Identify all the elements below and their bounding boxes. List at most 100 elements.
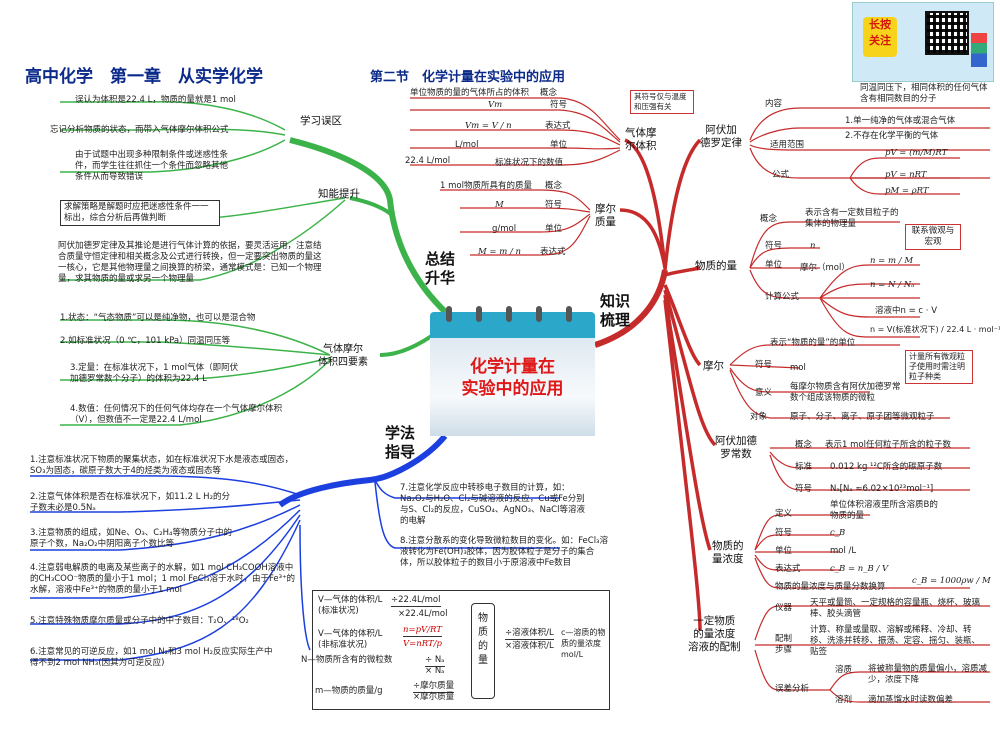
zhineng-item-2: 阿伏加德罗定律及其推论是进行气体计算的依据，要灵活运用，注意结合质量守恒定律和相…	[58, 241, 322, 284]
ring-icon	[536, 306, 542, 322]
afjdl-gs-2: pV = nRT	[885, 170, 927, 180]
nd-gx-v: c_B = 1000ρw / M	[912, 576, 991, 586]
afjdlcs-gn: 概念	[795, 440, 813, 450]
qtmrtj-v3: L/mol	[455, 140, 479, 150]
pz-wcfx: 误差分析	[775, 684, 810, 694]
xuefa-item-5: 5.注意特殊物质摩尔质量或分子中的中子数目：T₂O、¹⁸O₂	[30, 616, 249, 626]
nd-dy: 定义	[775, 509, 793, 519]
wzdl-gn-note: 联系微观与宏观	[905, 224, 961, 250]
moer-top: 表示“物质的量”的单位	[770, 338, 856, 348]
xuefa-item-6: 6.注意常见的可逆反应，如1 mol N₂和3 mol H₂反应实际生产中得不到…	[30, 647, 273, 668]
pz-bz-v: 计算、称量或量取、溶解或稀释、冷却、转移、洗涤并转移、振荡、定容、摇匀、装瓶、贴…	[810, 625, 981, 657]
nd-dw: 单位	[775, 546, 793, 556]
wzdl-f4: n = V(标准状况下) / 22.4 L · mol⁻¹	[870, 325, 1000, 334]
pz-rj-v: 滴加蒸馏水时读数偏差	[868, 695, 954, 705]
rel-op3a: ÷ Nₐ	[425, 655, 445, 667]
zhineng-item-1: 求解策略是解题时应把迷惑性条件一一标出，综合分析后再做判断	[60, 200, 220, 226]
wzdl-gn-v: 表示含有一定数目粒子的集体的物理量	[805, 208, 899, 229]
calendar-body: 化学计量在 实验中的应用	[430, 338, 595, 436]
nd-dy-v: 单位体积溶液里所含溶质B的物质的量	[830, 500, 938, 521]
pz-rz: 溶质	[835, 665, 853, 675]
ring-icon	[566, 306, 572, 322]
afjdl-gs-1: pV = (m/M)RT	[885, 148, 948, 158]
ring-icon	[506, 306, 512, 322]
moer-yy-v: 每摩尔物质含有阿伏加德罗常数个组成该物质的微粒	[790, 382, 901, 403]
moer-fh-v: mol	[790, 363, 806, 373]
qtmrtj-v2: Vm = V / n	[465, 121, 512, 131]
nd-bds-v: c_B = n_B / V	[830, 564, 889, 574]
afjdl-syfw: 适用范围	[770, 140, 805, 150]
rel-m: m—物质的质量/g	[315, 686, 383, 696]
moer-dx: 对象	[750, 412, 768, 422]
wzdl-f1: n = m / M	[870, 256, 914, 266]
qtmrtj-k2: 表达式	[545, 121, 571, 131]
nd-dw-v: mol /L	[830, 546, 857, 556]
rel-N: N—物质所含有的微粒数	[301, 655, 393, 665]
wzdl-fh: 符号	[765, 241, 783, 251]
wzdl-jsgs: 计算公式	[765, 292, 800, 302]
branch-red-trunk	[594, 269, 668, 348]
mezl-k2: 单位	[545, 224, 563, 234]
pz-yq: 仪器	[775, 603, 793, 613]
afjdl-syfw-2: 2.不存在化学平衡的气体	[845, 131, 939, 141]
rel-op1b: ×22.4L/mol	[398, 609, 448, 619]
node-zhineng-tisheng: 知能提升	[318, 188, 360, 200]
rel-c: c—溶质的物质的量浓度mol/L	[561, 628, 606, 659]
yaosu-item-4: 4.数值：任何情况下的任何气体均存在一个气体摩尔体积（V），但数值不一定是22.…	[70, 404, 283, 425]
afjdl-gs: 公式	[772, 170, 790, 180]
branch-green-trunk	[289, 137, 454, 321]
qtmrtj-v1: Vm	[488, 100, 503, 110]
yaosu-item-1: 1.状态：“气态物质”可以是纯净物，也可以是混合物	[60, 313, 256, 323]
node-wzdl-nongdu: 物质的 量浓度	[712, 540, 744, 565]
node-qiti-4yaosu: 气体摩尔 体积四要素	[318, 344, 368, 368]
center-title: 化学计量在 实验中的应用	[430, 356, 595, 400]
pz-rj: 溶剂	[835, 695, 853, 705]
rel-op3b: × Nₐ	[425, 666, 445, 676]
node-xuexi-wuqu: 学习误区	[300, 115, 342, 127]
center-title-line2: 实验中的应用	[461, 379, 564, 399]
branch-xuefa-zhidao: 学法 指导	[385, 424, 416, 461]
rel-op5a: ÷溶液体积/L	[505, 628, 554, 640]
nd-gx: 物质的量浓度与质量分数换算	[775, 582, 886, 592]
rel-op2b: V=nRT/p	[403, 639, 442, 649]
wzdl-f3: 溶液中n = c · V	[875, 306, 938, 316]
mezl-v3: M = m / n	[478, 247, 522, 257]
moer-yy: 意义	[755, 388, 773, 398]
qtmrtj-k0: 概念	[540, 88, 558, 98]
page-title: 高中化学 第一章 从实学化学	[25, 67, 263, 87]
yaosu-item-3: 3.定量：在标准状况下，1 mol气体（即阿伏加德罗常数个分子）的体积为22.4…	[70, 363, 239, 384]
page-subtitle: 第二节 化学计量在实验中的应用	[370, 70, 566, 85]
wuqu-item-1: 误认为体积是22.4 L，物质的量就是1 mol	[75, 95, 236, 105]
node-moer: 摩尔	[703, 360, 724, 372]
wzdl-fh-v: n	[810, 241, 816, 251]
node-moer-zhiliang: 摩尔 质量	[595, 203, 616, 228]
afjdlcs-bz-v: 0.012 kg ¹²C所含的碳原子数	[830, 462, 943, 472]
center-topic: 化学计量在 实验中的应用	[430, 306, 595, 436]
follow-badge: 长按 关注	[863, 17, 897, 57]
qtmrtj-v4: 22.4 L/mol	[405, 156, 451, 166]
branch-zhishi-shuli: 知识 梳理	[600, 292, 631, 329]
wuqu-item-2: 忘记分析物质的状态，而带入气体摩尔体积公式	[50, 125, 229, 135]
node-afjdl-changshu: 阿伏加德 罗常数	[715, 435, 757, 460]
qr-code-icon	[925, 11, 969, 55]
moer-dx-v: 原子、分子、离子、原子团等微观粒子	[790, 412, 935, 422]
conversion-center: 物 质 的 量	[471, 603, 495, 699]
center-title-line1: 化学计量在	[470, 357, 555, 377]
nd-fh-v: c_B	[830, 528, 846, 538]
node-qiti-moer-tiji: 气体摩 尔体积	[625, 127, 657, 152]
qr-promo-card[interactable]: 长按 关注	[852, 2, 994, 82]
pz-bz: 配制 步骤	[775, 634, 793, 655]
wzdl-gn: 概念	[760, 214, 778, 224]
mezl-v0: 1 mol物质所具有的质量	[440, 181, 532, 191]
mezl-v1: M	[495, 200, 504, 210]
wzdl-dw-v: 摩尔（mol）	[800, 263, 850, 273]
afjdlcs-fh: 符号	[795, 484, 813, 494]
rel-v-nstd: V—气体的体积/L (非标准状况)	[318, 629, 383, 650]
xuefa-item-1: 1.注意标准状况下物质的聚集状态，如在标准状况下水是液态或固态，SO₃为固态，碳…	[30, 455, 294, 476]
rel-op4a: ÷摩尔质量	[413, 681, 455, 693]
rel-op5b: ×溶液体积/L	[505, 641, 554, 651]
xuefa-item-2: 2.注意气体体积是否在标准状况下，如11.2 L H₂的分子数未必是0.5Nₐ	[30, 492, 230, 513]
qtmrtj-k4: 标准状况下的数值	[495, 158, 564, 168]
moer-note: 计量所有微观粒子使用时需注明粒子种类	[905, 350, 973, 384]
xuefa-item-7: 7.注意化学反应中转移电子数目的计算，如：Na₂O₂与H₂O、Cl₂与碱溶液的反…	[400, 483, 585, 526]
